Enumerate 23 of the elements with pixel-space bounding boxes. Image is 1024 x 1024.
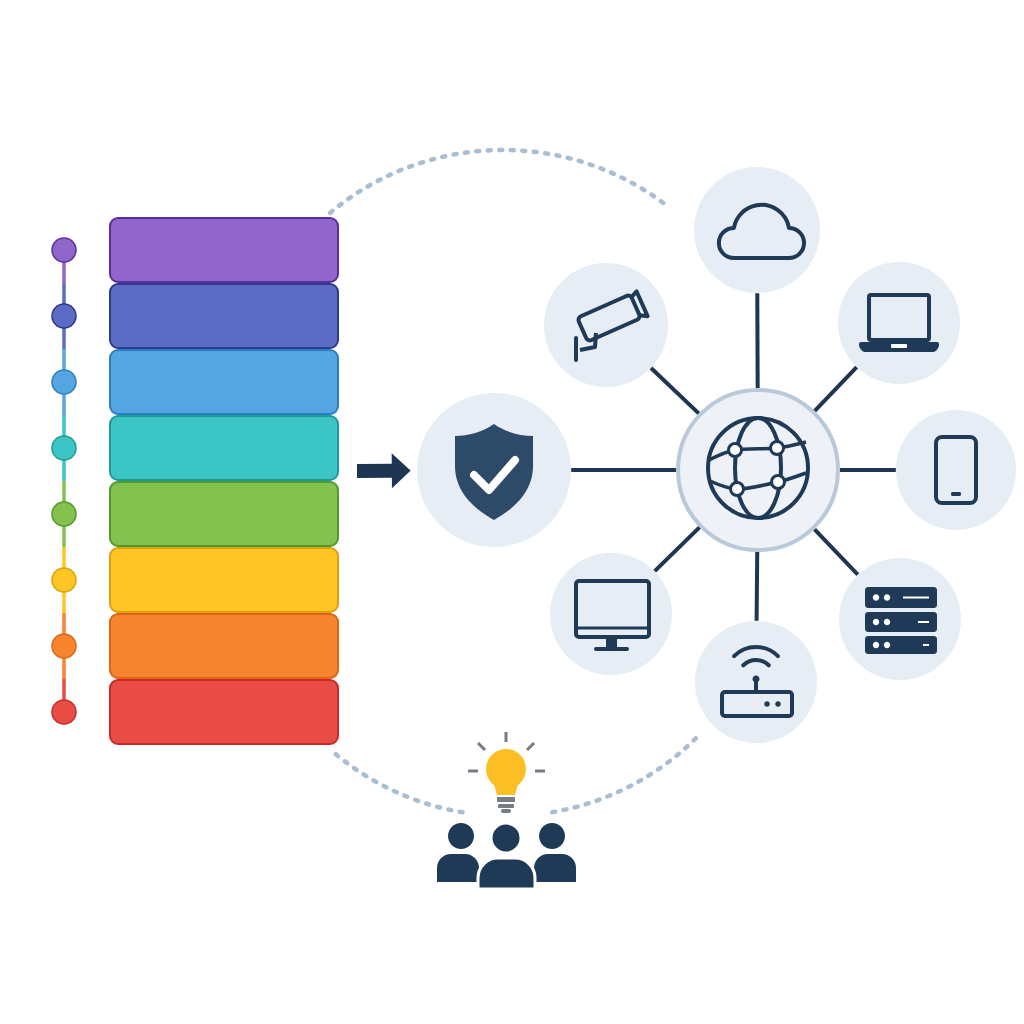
connector-line	[813, 527, 860, 577]
connector-line	[840, 468, 896, 472]
icon-circle	[838, 262, 960, 384]
connector-line	[754, 551, 760, 621]
connector-line	[649, 366, 701, 415]
icon-circle	[896, 410, 1016, 530]
icon-circle	[544, 263, 668, 387]
rounded-bar	[109, 481, 339, 547]
icon-circle	[694, 167, 820, 293]
icon-circle	[695, 621, 817, 743]
rounded-bar	[109, 613, 339, 679]
rounded-bar	[109, 415, 339, 481]
hub-circle	[676, 388, 840, 552]
connector-line	[813, 365, 859, 413]
rounded-bar	[109, 679, 339, 745]
connector-line	[755, 293, 760, 388]
rounded-bar	[109, 283, 339, 349]
rounded-bar	[109, 217, 339, 283]
rounded-bar	[109, 547, 339, 613]
connector-line	[571, 468, 676, 472]
icon-circle	[550, 553, 672, 675]
connector-line	[653, 525, 701, 573]
rounded-bar	[109, 349, 339, 415]
